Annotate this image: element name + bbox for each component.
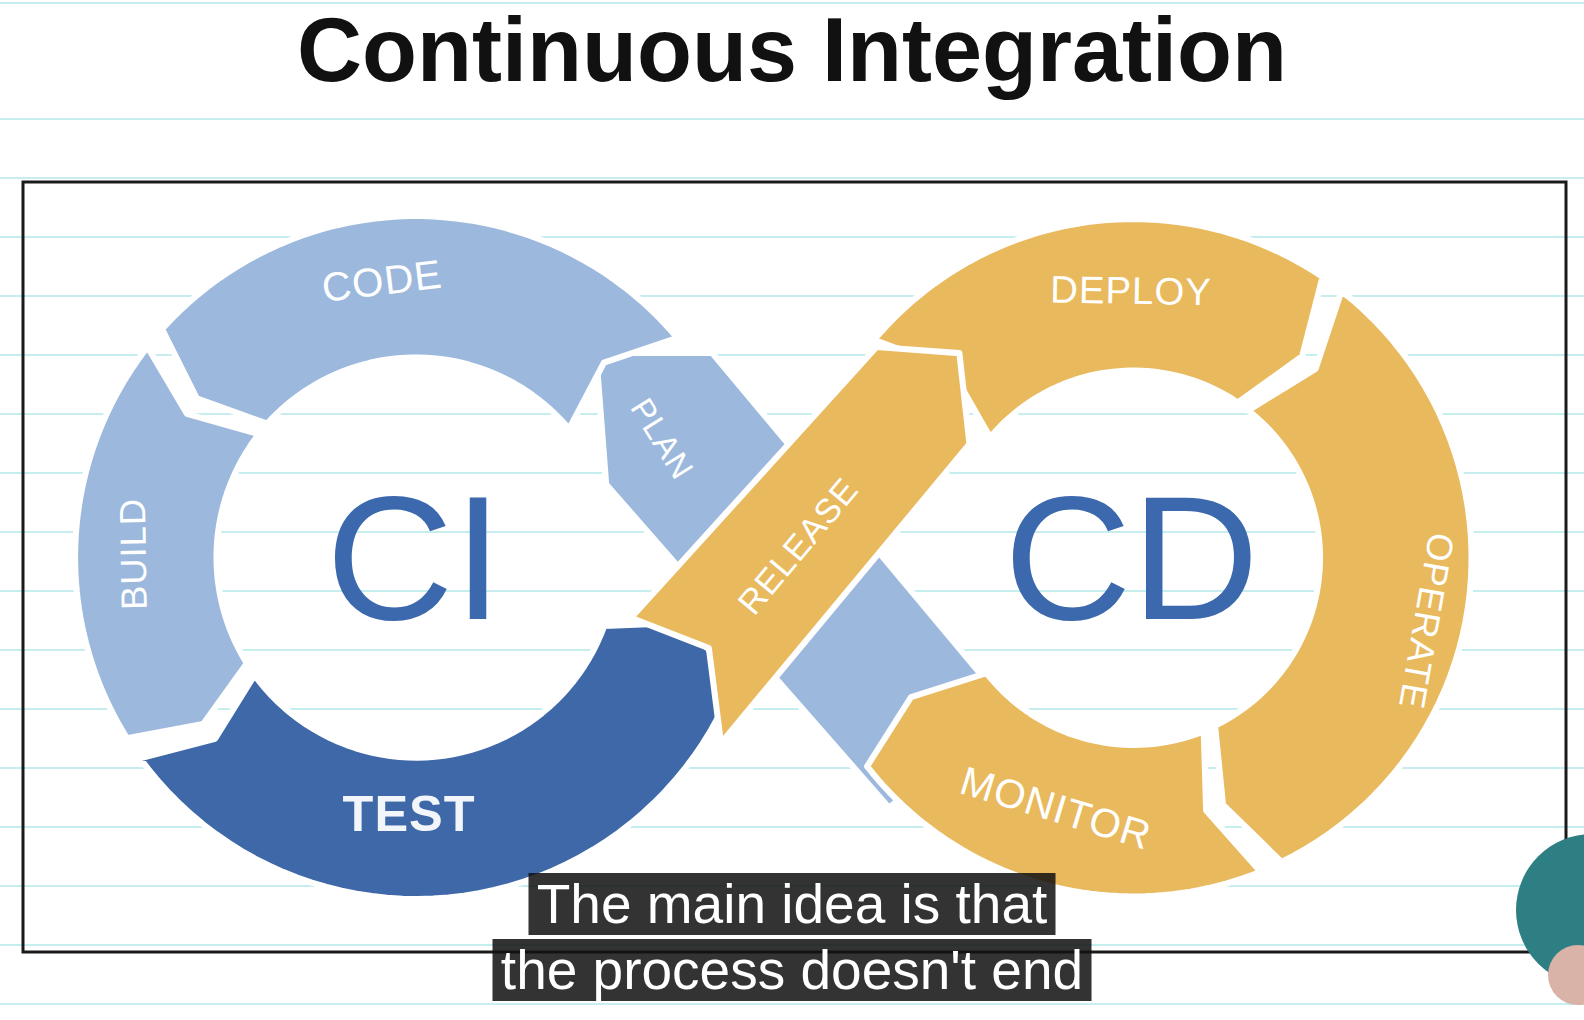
- segment-shape: [154, 208, 685, 437]
- video-subtitle: The main idea is that the process doesn'…: [493, 873, 1091, 1001]
- segment-shape: [859, 665, 1269, 905]
- segment-fill: [140, 623, 737, 899]
- stage-label: BUILD: [115, 497, 153, 610]
- stage-label: TEST: [343, 789, 476, 840]
- ring-label: CI: [326, 469, 503, 646]
- subtitle-box: The main idea is that the process doesn'…: [490, 871, 1095, 1003]
- segment-shape: [67, 339, 267, 746]
- presenter-face: [1548, 945, 1584, 1005]
- segment-fill: [631, 348, 969, 744]
- segment-fill: [867, 673, 1260, 896]
- code-segment: CODE: [154, 208, 685, 437]
- monitor-segment: MONITOR: [859, 665, 1269, 905]
- ring-label: CD: [1004, 469, 1259, 646]
- release-band: RELEASE: [623, 339, 978, 751]
- test-segment: TEST: [132, 615, 745, 907]
- segment-fill: [75, 347, 259, 738]
- build-segment: BUILD: [67, 339, 267, 746]
- diagram-title: Continuous Integration: [0, 0, 1584, 100]
- stage-label: DEPLOY: [1050, 270, 1212, 311]
- picture-frame: [23, 182, 1566, 952]
- ruled-lines: [0, 3, 1584, 1004]
- segment-shape: [132, 615, 745, 907]
